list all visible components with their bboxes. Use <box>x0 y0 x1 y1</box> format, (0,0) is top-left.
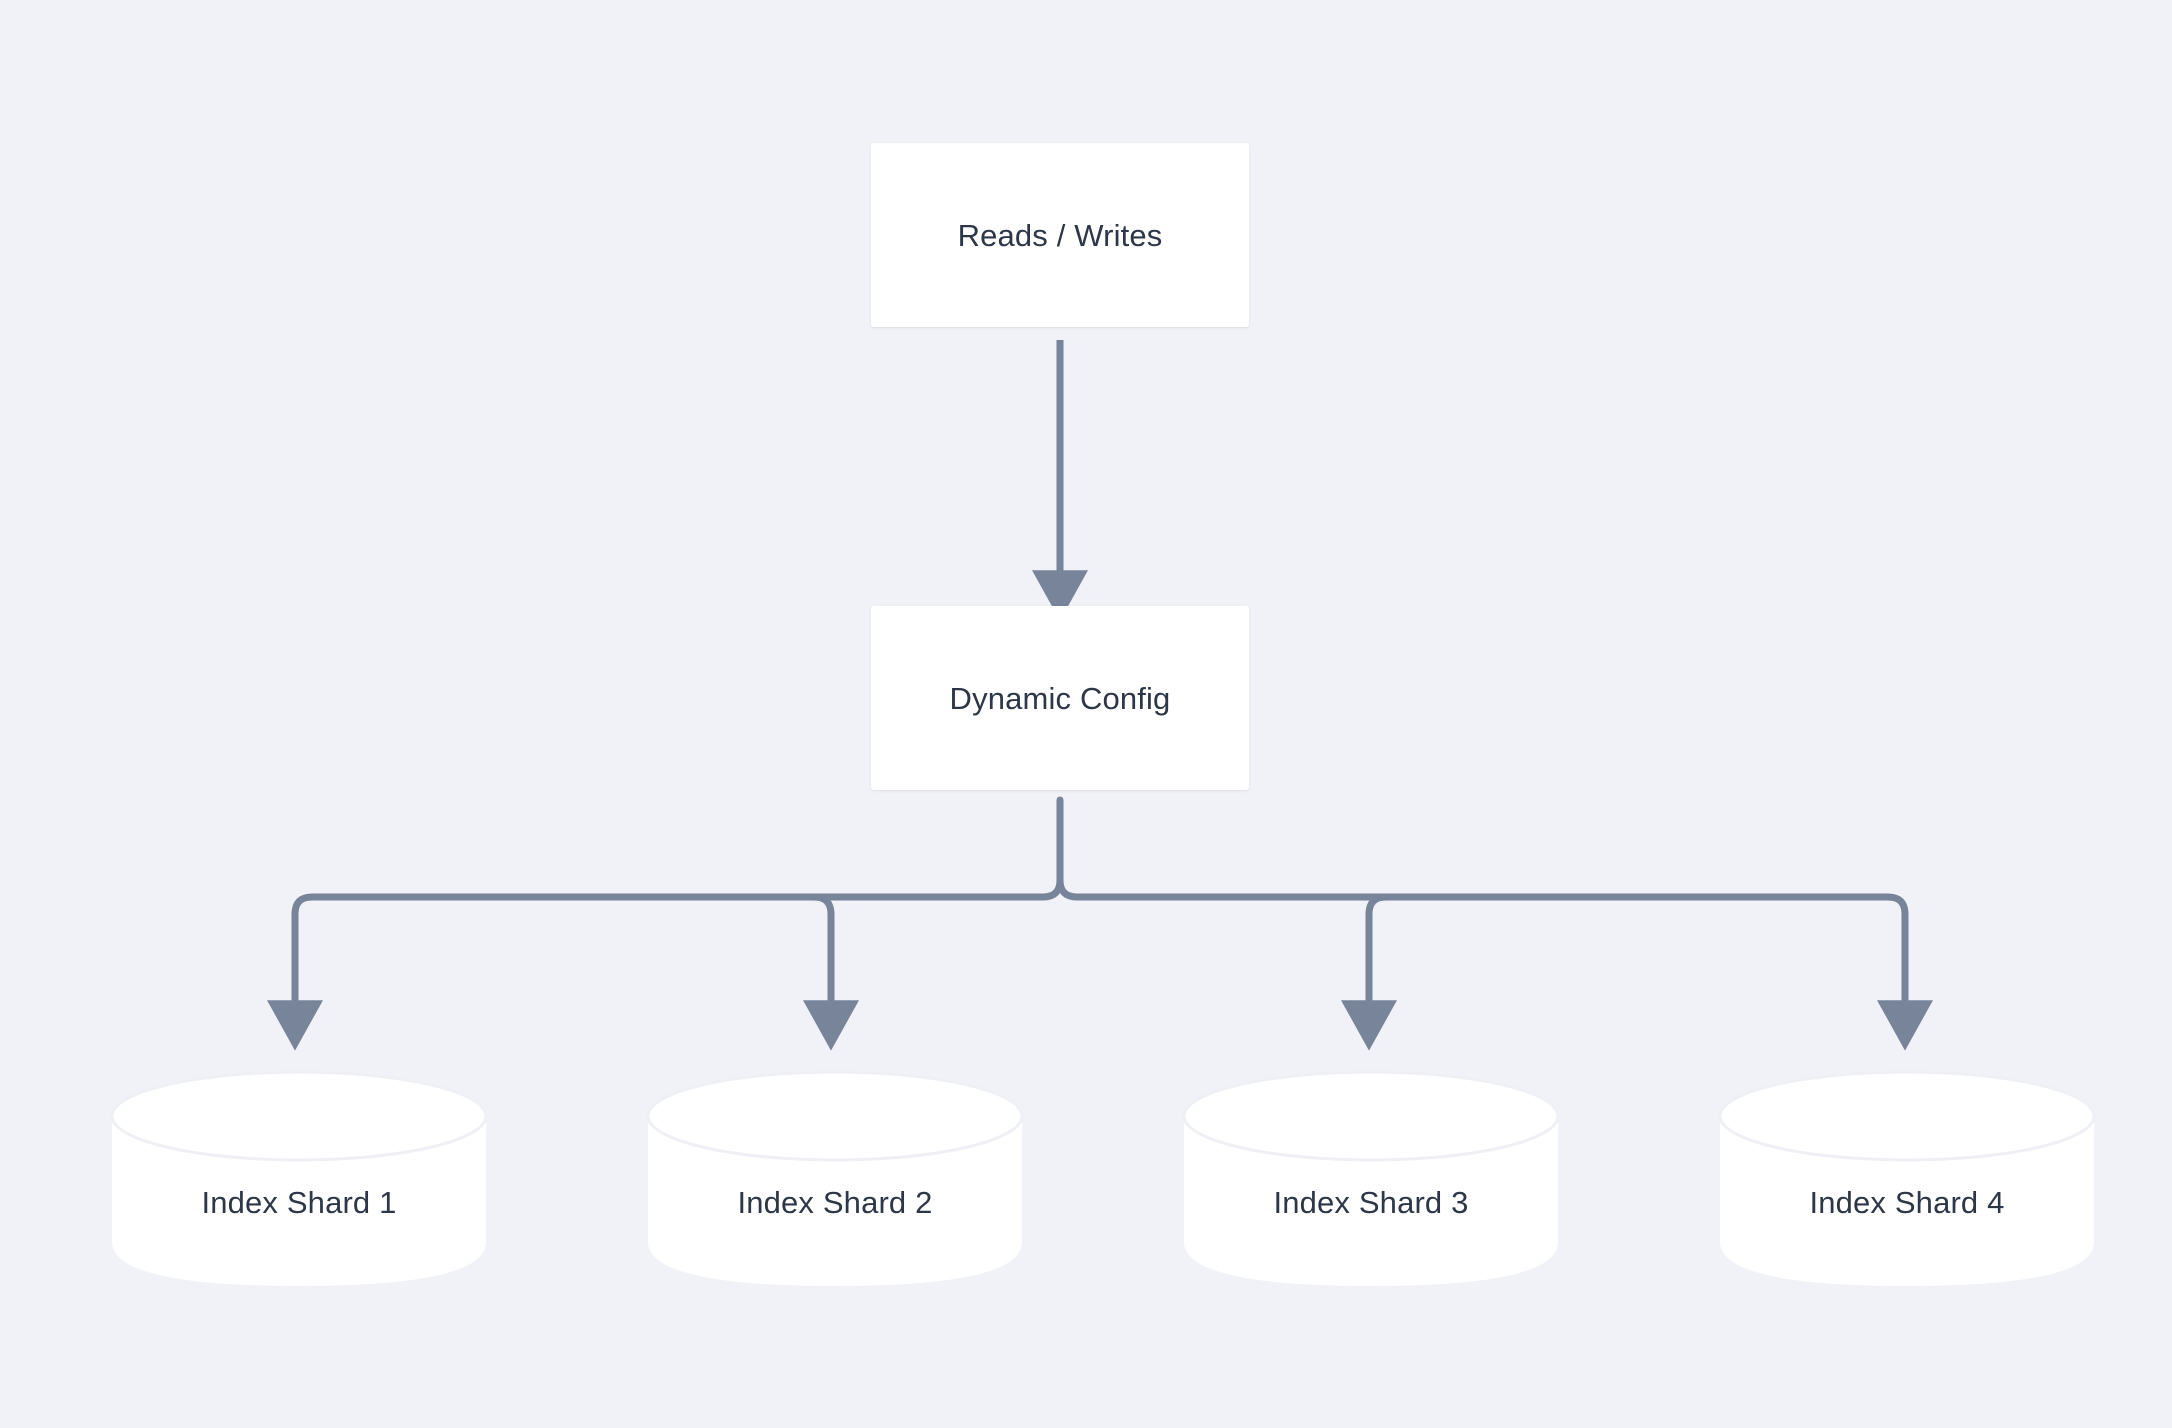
node-index-shard-4[interactable]: Index Shard 4 <box>1718 1070 2096 1288</box>
node-index-shard-4-label: Index Shard 4 <box>1809 1184 2005 1220</box>
cylinder-shape-icon <box>110 1070 488 1286</box>
node-dynamic-config-label: Dynamic Config <box>949 680 1171 716</box>
node-index-shard-2-label: Index Shard 2 <box>737 1184 933 1220</box>
node-index-shard-3-label: Index Shard 3 <box>1273 1184 1469 1220</box>
cylinder-shape-icon <box>1718 1070 2096 1286</box>
edge-bus-to-shard-2 <box>803 893 859 1051</box>
edge-bus-right <box>1056 879 1933 1051</box>
node-index-shard-1-label: Index Shard 1 <box>201 1184 397 1220</box>
cylinder-shape-icon <box>646 1070 1024 1286</box>
cylinder-shape-icon <box>1182 1070 1560 1286</box>
node-reads-writes[interactable]: Reads / Writes <box>871 143 1249 327</box>
edge-bus-left <box>267 879 1064 1051</box>
node-reads-writes-label: Reads / Writes <box>957 217 1163 253</box>
node-index-shard-3[interactable]: Index Shard 3 <box>1182 1070 1560 1288</box>
edge-bus-to-shard-3 <box>1341 893 1397 1051</box>
node-index-shard-2[interactable]: Index Shard 2 <box>646 1070 1024 1288</box>
node-index-shard-1[interactable]: Index Shard 1 <box>110 1070 488 1288</box>
node-dynamic-config[interactable]: Dynamic Config <box>871 606 1249 790</box>
